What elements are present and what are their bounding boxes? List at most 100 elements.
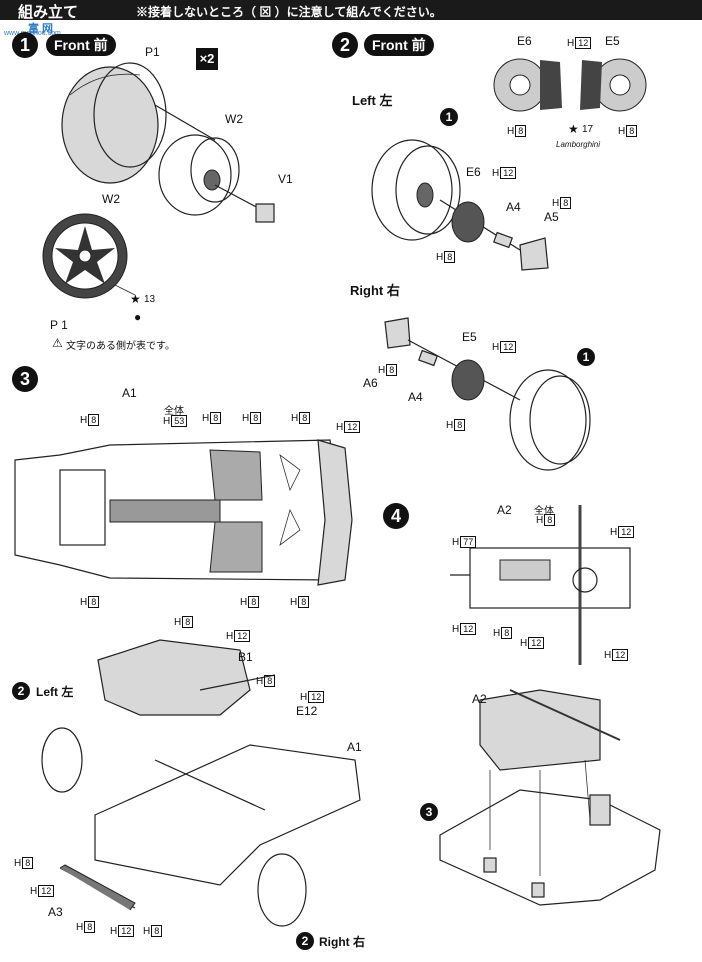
star-icon: ★ bbox=[130, 292, 141, 306]
label-w2: W2 bbox=[225, 112, 243, 126]
ref-wheel-right: 1 bbox=[577, 348, 595, 366]
glue-note: ※接着しないところ（ ⊠ ）に注意して組んでください。 bbox=[136, 5, 442, 19]
label-a2: A2 bbox=[497, 503, 512, 517]
label-all-4: 全体 bbox=[534, 506, 554, 517]
step-1-front-label: Front 前 bbox=[46, 34, 116, 56]
multiply-icon: ×2 bbox=[196, 48, 218, 70]
watermark-logo: 富 网 bbox=[28, 23, 54, 35]
drivetrain-a2-lower bbox=[479, 689, 621, 771]
paint-code-17: 17 bbox=[582, 124, 594, 135]
step-3-number: 3 bbox=[12, 366, 38, 392]
side-note: 文字のある側が表です。 bbox=[66, 341, 175, 352]
left-front-tire bbox=[371, 139, 461, 241]
ref-left-label: Left 左 bbox=[36, 685, 74, 699]
chassis-a1-bottom bbox=[94, 744, 361, 886]
right-label: Right 右 bbox=[350, 283, 400, 298]
label-a3: A3 bbox=[48, 905, 63, 919]
label-a2-lower: A2 bbox=[472, 692, 487, 706]
label-a4-right: A4 bbox=[408, 390, 423, 404]
tire-p1-drawing bbox=[61, 62, 167, 184]
drivetrain-a2 bbox=[450, 505, 631, 665]
upright-a5 bbox=[519, 237, 549, 271]
brake-inset bbox=[493, 58, 647, 112]
left-wheel-lower bbox=[41, 727, 83, 793]
step-1-number: 1 bbox=[12, 32, 38, 58]
inset-label-e5: E5 bbox=[605, 34, 620, 48]
label-p1: P1 bbox=[145, 45, 160, 59]
wheel-w2-drawing bbox=[158, 134, 240, 216]
ref-wheel-left: 1 bbox=[440, 108, 458, 126]
right-front-tire bbox=[509, 369, 591, 471]
lamborghini-logo: Lamborghini bbox=[556, 140, 601, 149]
rod-a3 bbox=[59, 864, 136, 911]
step-2-front-label: Front 前 bbox=[364, 34, 434, 56]
ref-right-label: Right 右 bbox=[319, 935, 365, 949]
label-a1: A1 bbox=[122, 386, 137, 400]
label-v1: V1 bbox=[278, 172, 293, 186]
label-e6: E6 bbox=[466, 165, 481, 179]
left-label: Left 左 bbox=[352, 93, 393, 108]
bushing-v1 bbox=[255, 203, 275, 223]
brake-disc-e6 bbox=[451, 201, 485, 243]
label-all: 全体 bbox=[164, 406, 184, 417]
label-p1-front: P 1 bbox=[50, 318, 68, 332]
step-4-number: 4 bbox=[383, 503, 409, 529]
wheel-front-view bbox=[42, 213, 128, 299]
label-a4-left: A4 bbox=[506, 200, 521, 214]
label-e12: E12 bbox=[296, 704, 318, 718]
page-title: 組み立て bbox=[18, 4, 79, 21]
inset-label-e6: E6 bbox=[517, 34, 532, 48]
paint-code-13: 13 bbox=[144, 294, 156, 305]
label-a1-lower: A1 bbox=[347, 740, 362, 754]
ref-step-2-left: 2 bbox=[12, 682, 30, 700]
upright-a6 bbox=[384, 317, 411, 349]
label-w2-front: W2 bbox=[102, 192, 120, 206]
suspension-b1 bbox=[97, 639, 276, 716]
label-a5: A5 bbox=[544, 210, 559, 224]
label-e5: E5 bbox=[462, 330, 477, 344]
right-wheel-lower bbox=[257, 853, 307, 927]
step-2-number: 2 bbox=[332, 32, 358, 58]
chassis-a1-top bbox=[14, 439, 353, 586]
chassis-ref-step3 bbox=[439, 789, 661, 906]
instruction-header: 組み立て ※接着しないところ（ ⊠ ）に注意して組んでください。 bbox=[0, 0, 702, 21]
label-a6: A6 bbox=[363, 376, 378, 390]
brake-disc-e5 bbox=[451, 359, 485, 401]
ref-step-2-right: 2 bbox=[296, 932, 314, 950]
star-icon-inset: ★ bbox=[568, 122, 579, 136]
label-b1: B1 bbox=[238, 650, 253, 664]
